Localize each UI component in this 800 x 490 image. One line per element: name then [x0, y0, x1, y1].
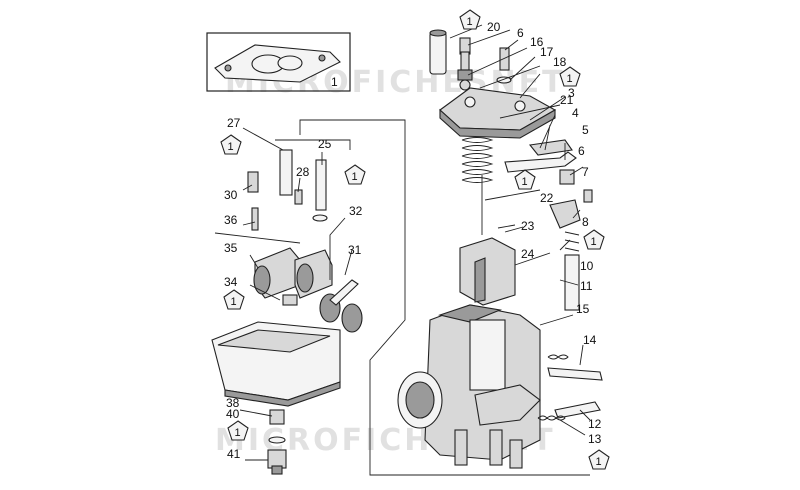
svg-text:1: 1: [352, 171, 358, 183]
part-label: 10: [580, 259, 594, 273]
part-label: 36: [224, 213, 238, 227]
part-label: 41: [227, 447, 241, 461]
part-label: 17: [540, 45, 554, 59]
drain-screw: [267, 409, 287, 475]
part-label: 14: [583, 333, 597, 347]
part-label: 27: [227, 116, 241, 130]
part-label: 18: [553, 55, 567, 69]
part-label: 13: [588, 432, 602, 446]
ref-symbols: 1 1 1 1 1 1 1 1 1: [220, 9, 610, 470]
ref-symbol: 1: [459, 9, 481, 30]
float-bowl: [211, 321, 341, 407]
part-label: 11: [580, 279, 593, 293]
part-label: 22: [540, 191, 554, 205]
part-label: 3: [568, 86, 575, 100]
part-label: 20: [487, 20, 501, 34]
svg-text:1: 1: [467, 16, 473, 28]
leader-lines: [239, 24, 591, 461]
gasket-inset: [206, 32, 351, 92]
svg-text:1: 1: [228, 141, 234, 153]
ref-symbol: 1: [227, 420, 249, 441]
choke-parts: [504, 139, 593, 233]
part-label: 35: [224, 241, 238, 255]
part-label: 23: [521, 219, 535, 233]
part-label: 6: [517, 26, 524, 40]
part-label: 4: [572, 106, 579, 120]
carburetor-body: [397, 304, 541, 469]
ref-symbol: 1: [588, 449, 610, 470]
needle-valve: [282, 279, 363, 333]
part-label: 25: [318, 137, 332, 151]
group-frame-lines: [275, 119, 590, 476]
part-label: 40: [226, 407, 240, 421]
ref-symbol: 1: [559, 66, 581, 87]
part-label: 16: [530, 35, 544, 49]
part-label: 38: [226, 396, 240, 410]
part-label: 34: [224, 275, 238, 289]
svg-text:1: 1: [596, 456, 602, 468]
part-label: 1: [331, 75, 338, 89]
part-label: 6: [578, 144, 585, 158]
part-label: 24: [521, 247, 535, 261]
svg-text:1: 1: [235, 427, 241, 439]
float-assembly: [253, 247, 333, 299]
part-label: 8: [582, 215, 589, 229]
part-label: 15: [576, 302, 590, 316]
ref-symbol: 1: [344, 164, 366, 185]
svg-text:1: 1: [522, 176, 528, 188]
part-label: 31: [348, 243, 362, 257]
part-label: 7: [582, 165, 589, 179]
svg-text:1: 1: [231, 296, 237, 308]
idle-screw: [564, 231, 580, 311]
part-label: 28: [296, 165, 310, 179]
part-label: 21: [560, 93, 574, 107]
svg-text:1: 1: [567, 73, 573, 85]
side-screws: [537, 354, 603, 421]
jet-top-parts: [429, 29, 512, 91]
throttle-slide: [459, 237, 516, 306]
part-number-labels: 1 20 6 16 17 18 3 21 4 5 6 7 22 8 23 10 …: [224, 20, 602, 461]
ref-symbol: 1: [514, 169, 536, 190]
part-label: 32: [349, 204, 363, 218]
ref-symbol: 1: [223, 289, 245, 310]
svg-text:1: 1: [591, 236, 597, 248]
part-label: 12: [588, 417, 602, 431]
slide-spring: [461, 137, 494, 183]
ref-symbol: 1: [583, 229, 605, 250]
carburetor-cover: [439, 87, 557, 139]
jet-group: [214, 149, 328, 244]
part-label: 5: [582, 123, 589, 137]
part-label: 30: [224, 188, 238, 202]
ref-symbol: 1: [220, 134, 242, 155]
